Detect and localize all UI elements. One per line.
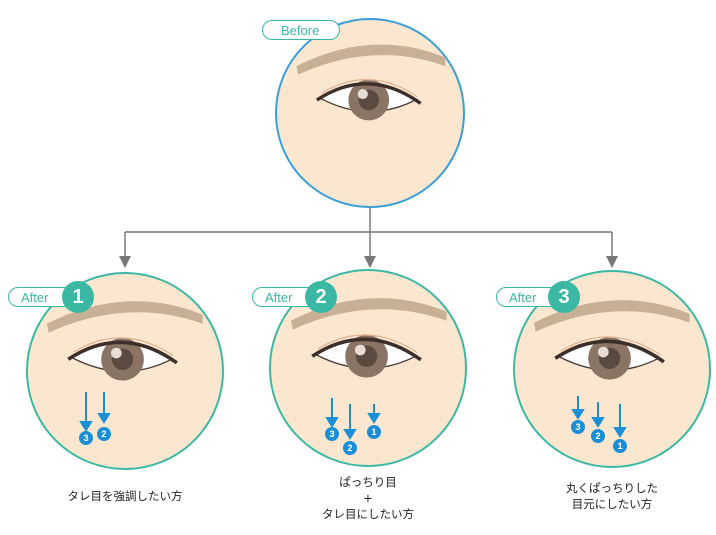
caption-line: タレ目にしたい方 — [322, 507, 414, 521]
marker-1: 1 — [613, 439, 627, 453]
marker-2: 2 — [97, 427, 111, 441]
caption-line: + — [363, 491, 373, 505]
marker-3: 3 — [571, 420, 585, 434]
before-tag: Before — [262, 20, 340, 40]
option-number-1: 1 — [62, 281, 94, 313]
caption-line: ぱっちり目 — [339, 475, 397, 489]
caption-line: 目元にしたい方 — [571, 497, 653, 511]
after-1-eye-illustration — [26, 272, 224, 470]
option-1-caption: タレ目を強調したい方 — [40, 488, 210, 504]
caption-line: タレ目を強調したい方 — [67, 489, 183, 503]
before-label: Before — [281, 23, 320, 38]
after-2-eye-illustration — [269, 269, 467, 467]
marker-1: 1 — [367, 425, 381, 439]
after-label: After — [265, 290, 293, 305]
caption-line: 丸くぱっちりした — [566, 481, 658, 495]
before-eye-illustration — [275, 18, 465, 208]
marker-2: 2 — [343, 441, 357, 455]
marker-3: 3 — [79, 431, 93, 445]
option-2-caption: ぱっちり目 + タレ目にしたい方 — [283, 474, 453, 522]
option-number-3: 3 — [548, 281, 580, 313]
after-label: After — [21, 290, 49, 305]
option-3-caption: 丸くぱっちりした 目元にしたい方 — [527, 480, 697, 512]
marker-2: 2 — [591, 429, 605, 443]
connector-lines — [119, 207, 618, 268]
option-number-2: 2 — [305, 281, 337, 313]
after-3-eye-illustration — [513, 270, 711, 468]
marker-3: 3 — [325, 427, 339, 441]
after-label: After — [509, 290, 537, 305]
